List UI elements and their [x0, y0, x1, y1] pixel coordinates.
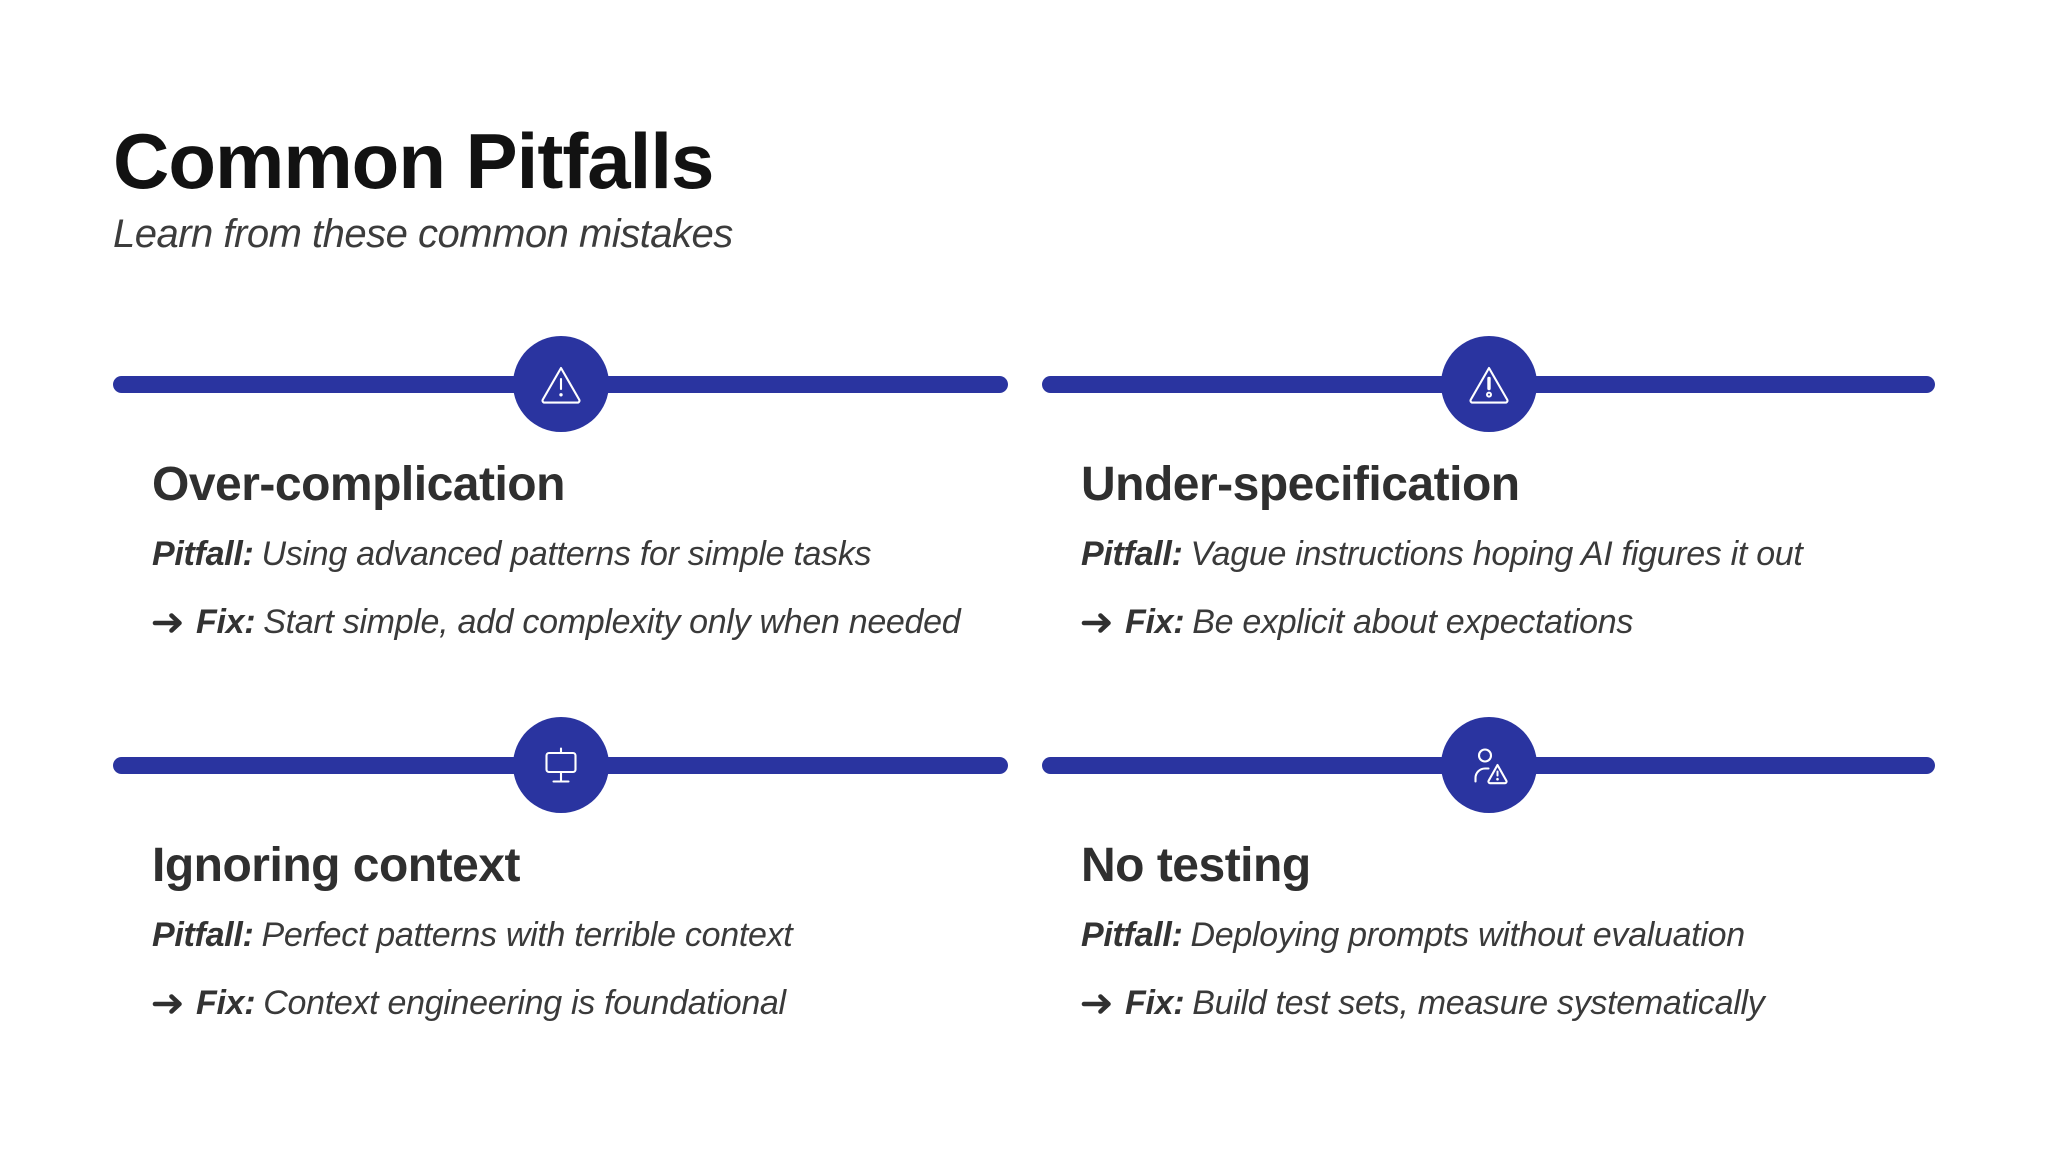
- pitfall-label: Pitfall:: [152, 916, 254, 954]
- user-warning-icon: [1473, 748, 1508, 785]
- page-subtitle: Learn from these common mistakes: [113, 212, 733, 256]
- pitfall-grid: Over-complication Pitfall:Using advanced…: [113, 336, 1935, 1020]
- card-divider: [113, 717, 1008, 813]
- card-body: Over-complication Pitfall:Using advanced…: [113, 458, 1008, 640]
- fix-label: Fix:: [1125, 984, 1185, 1022]
- fix-text: Context engineering is foundational: [263, 984, 786, 1022]
- card-heading: Under-specification: [1081, 458, 1520, 511]
- card-divider: [1042, 717, 1935, 813]
- pitfall-text: Vague instructions hoping AI figures it …: [1190, 535, 1803, 573]
- fix-line: Fix:Start simple, add complexity only wh…: [152, 605, 1008, 639]
- icon-badge: [512, 336, 609, 432]
- warning-triangle-icon: [541, 366, 580, 404]
- pitfall-card-under-specification: Under-specification Pitfall:Vague instru…: [1042, 336, 1935, 639]
- arrow-right-icon: [1081, 994, 1111, 1014]
- card-divider: [1042, 336, 1935, 432]
- pitfall-card-ignoring-context: Ignoring context Pitfall:Perfect pattern…: [113, 717, 1008, 1020]
- pitfall-line: Pitfall:Deploying prompts without evalua…: [1081, 918, 1935, 952]
- card-body: Ignoring context Pitfall:Perfect pattern…: [113, 839, 1008, 1021]
- page-title: Common Pitfalls: [113, 117, 714, 205]
- card-heading: Over-complication: [152, 458, 565, 511]
- fix-line: Fix:Build test sets, measure systematica…: [1081, 986, 1935, 1020]
- fix-line: Fix:Context engineering is foundational: [152, 986, 1008, 1020]
- pitfall-label: Pitfall:: [152, 535, 254, 573]
- pitfall-text: Deploying prompts without evaluation: [1190, 916, 1746, 954]
- pitfall-label: Pitfall:: [1081, 535, 1183, 573]
- pitfall-line: Pitfall:Perfect patterns with terrible c…: [152, 918, 1008, 952]
- pitfall-line: Pitfall:Using advanced patterns for simp…: [152, 537, 1008, 571]
- arrow-right-icon: [152, 613, 182, 633]
- warning-exclamation-icon: [1469, 366, 1508, 404]
- card-body: Under-specification Pitfall:Vague instru…: [1042, 458, 1935, 640]
- icon-badge: [512, 717, 609, 813]
- pitfall-card-no-testing: No testing Pitfall:Deploying prompts wit…: [1042, 717, 1935, 1020]
- arrow-right-icon: [1081, 613, 1111, 633]
- fix-label: Fix:: [1125, 603, 1185, 641]
- fix-text: Build test sets, measure systematically: [1192, 984, 1765, 1022]
- icon-badge: [1440, 336, 1537, 432]
- fix-text: Be explicit about expectations: [1192, 603, 1634, 641]
- fix-label: Fix:: [196, 603, 256, 641]
- icon-badge: [1440, 717, 1537, 813]
- fix-text: Start simple, add complexity only when n…: [263, 603, 961, 641]
- arrow-right-icon: [152, 994, 182, 1014]
- card-heading: No testing: [1081, 839, 1311, 892]
- card-divider: [113, 336, 1008, 432]
- fix-line: Fix:Be explicit about expectations: [1081, 605, 1935, 639]
- pitfall-line: Pitfall:Vague instructions hoping AI fig…: [1081, 537, 1935, 571]
- pitfall-text: Perfect patterns with terrible context: [261, 916, 793, 954]
- pitfall-card-over-complication: Over-complication Pitfall:Using advanced…: [113, 336, 1008, 639]
- pitfall-text: Using advanced patterns for simple tasks: [261, 535, 872, 573]
- pitfall-label: Pitfall:: [1081, 916, 1183, 954]
- card-body: No testing Pitfall:Deploying prompts wit…: [1042, 839, 1935, 1021]
- presentation-board-icon: [544, 747, 577, 783]
- card-heading: Ignoring context: [152, 839, 520, 892]
- fix-label: Fix:: [196, 984, 256, 1022]
